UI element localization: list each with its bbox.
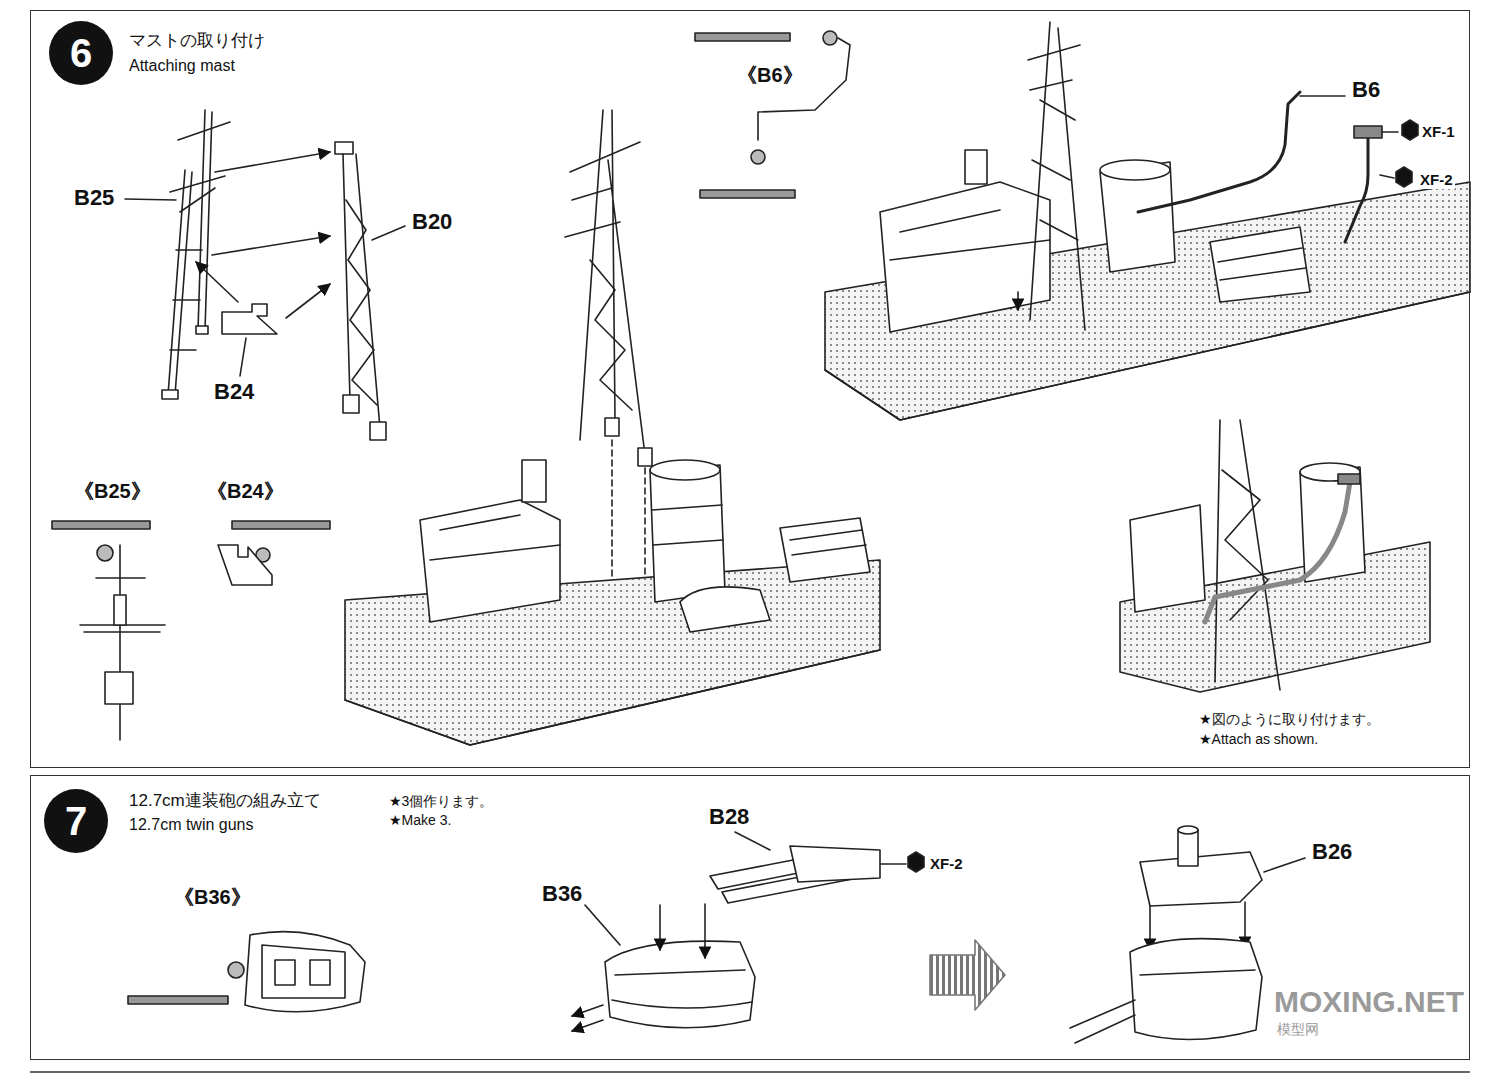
part-number: B24 (212, 380, 256, 404)
step-title: マストの取り付け (129, 31, 265, 51)
step-digit: 7 (65, 801, 87, 841)
part-number: B28 (707, 805, 751, 829)
step-text: 12.7cm twin guns (129, 816, 254, 834)
part-number: B36 (540, 882, 584, 906)
step-digit: 6 (70, 33, 92, 73)
part-number: B26 (1310, 840, 1354, 864)
paint-code: XF-2 (928, 856, 965, 873)
part-number: B20 (410, 210, 454, 234)
part-number: B6 (1350, 78, 1382, 102)
part-view-label: 《B24》 (205, 480, 286, 502)
step-text: ★Make 3. (389, 812, 451, 828)
part-view-label: 《B25》 (72, 480, 153, 502)
step-text: ★3個作ります。 (389, 793, 493, 809)
part-number: B25 (72, 186, 116, 210)
step-text: Attaching mast (129, 57, 235, 75)
step-title: 12.7cm連装砲の組み立て (129, 791, 321, 811)
paint-code: XF-1 (1420, 124, 1457, 141)
paint-code: XF-2 (1418, 172, 1455, 189)
step-number: 6 (49, 21, 113, 85)
step-number: 7 (44, 789, 108, 853)
watermark: 模型网 (1275, 1022, 1321, 1037)
note: ★図のように取り付けます。 (1197, 712, 1382, 727)
note: ★Attach as shown. (1197, 732, 1320, 747)
part-view-label: 《B6》 (735, 64, 805, 86)
watermark: MOXING.NET (1272, 985, 1466, 1018)
part-view-label: 《B36》 (172, 886, 253, 908)
